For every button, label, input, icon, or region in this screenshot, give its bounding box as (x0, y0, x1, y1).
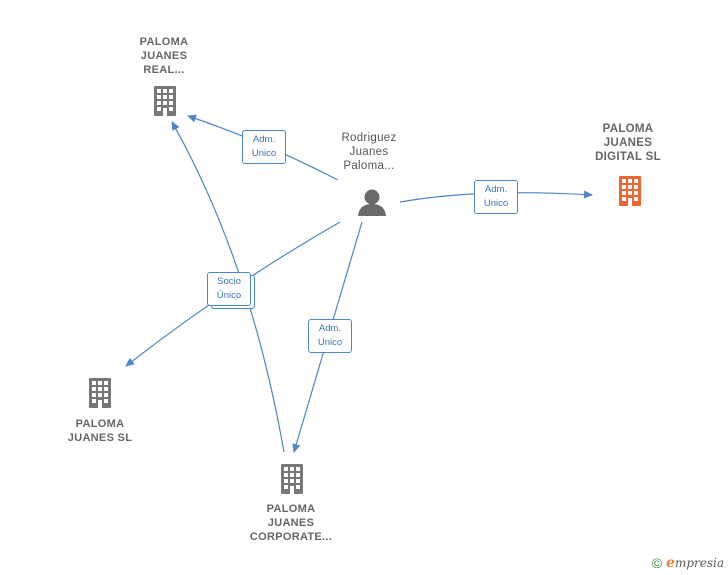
person-icon[interactable] (358, 189, 386, 217)
node-label-person[interactable]: Rodriguez Juanes Paloma... (341, 132, 397, 172)
building-icon[interactable] (89, 378, 111, 408)
edge-label-adm-unico: Adm. Unico (308, 319, 352, 353)
node-label-paloma-juanes-digital[interactable]: PALOMA JUANES DIGITAL SL (595, 123, 661, 163)
brand-logo[interactable]: empresia (666, 555, 724, 571)
brand-initial: e (666, 555, 675, 571)
edge-label-adm-unico: Adm. Unico (242, 130, 286, 164)
node-label-paloma-juanes-corporate[interactable]: PALOMA JUANES CORPORATE... (249, 503, 333, 543)
building-icon[interactable] (154, 86, 176, 116)
copyright-symbol: © (651, 555, 663, 571)
brand-name: mpresia (674, 556, 724, 570)
edge-label-socio-unico: Socio Único (207, 272, 251, 306)
node-label-paloma-juanes-real[interactable]: PALOMA JUANES REAL... (139, 36, 189, 76)
edge-label-adm-unico: Adm. Unico (474, 180, 518, 214)
building-icon[interactable] (281, 464, 303, 494)
node-label-paloma-juanes-sl[interactable]: PALOMA JUANES SL (67, 418, 133, 444)
building-icon-highlight[interactable] (619, 176, 641, 206)
footer-branding: © empresia (652, 555, 724, 571)
